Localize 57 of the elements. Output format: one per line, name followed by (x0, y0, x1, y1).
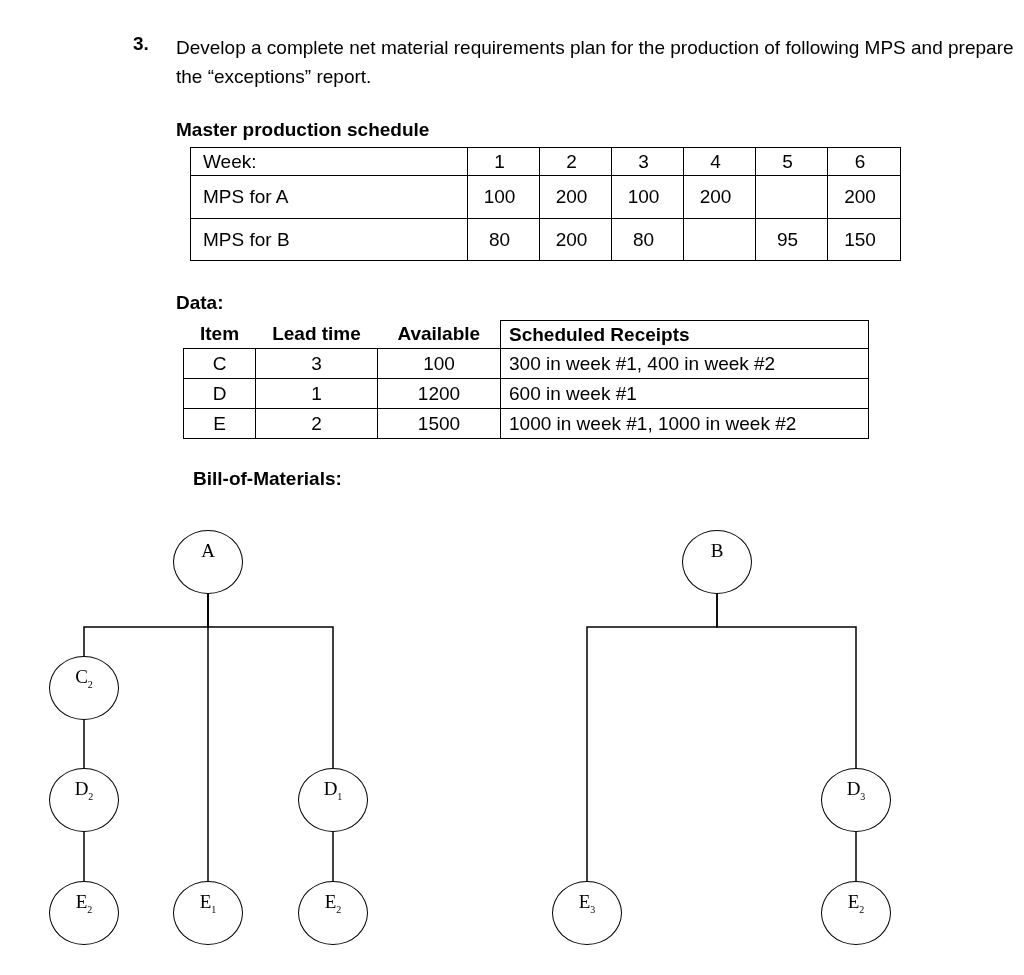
table-cell: 100 (611, 175, 684, 219)
item-circle: D$_{3}$ (821, 768, 891, 832)
item-circle: E$_{1}$ (173, 881, 243, 945)
table-title: Data: (176, 292, 224, 314)
connector-line (83, 831, 85, 882)
row-header-cell: Week: (190, 147, 468, 176)
connector-line (855, 831, 857, 882)
table-cell: 200 (827, 175, 901, 219)
table-cell: D (183, 378, 256, 409)
item-circle: E$_{3}$ (552, 881, 622, 945)
column-header-cell: 6 (827, 147, 901, 176)
item-circle: A (173, 530, 243, 594)
table-cell: 80 (611, 218, 684, 261)
table-cell: 1 (255, 378, 378, 409)
table-cell: 80 (467, 218, 540, 261)
question-text: Develop a complete net material requirements plan for the production of following MPS and prepare the “exceptions” report. (176, 36, 1015, 89)
column-header: Item (183, 320, 256, 349)
item-circle: D$_{2}$ (49, 768, 119, 832)
column-header-cell: 4 (683, 147, 756, 176)
item-circle: E$_{2}$ (49, 881, 119, 945)
table-cell: 200 (539, 175, 612, 219)
column-header-cell: 1 (467, 147, 540, 176)
connector-line (716, 593, 857, 769)
table-cell: 300 in week #1, 400 in week #2 (500, 348, 869, 379)
table-cell: 200 (683, 175, 756, 219)
item-circle: D$_{1}$ (298, 768, 368, 832)
table-cell: 100 (377, 348, 501, 379)
table-cell: 1000 in week #1, 1000 in week #2 (500, 408, 869, 439)
table-cell: 150 (827, 218, 901, 261)
connector-line (332, 831, 334, 882)
column-header: Lead time (255, 320, 378, 349)
item-circle: C$_{2}$ (49, 656, 119, 720)
table-cell: 100 (467, 175, 540, 219)
table-cell: 3 (255, 348, 378, 379)
item-circle: B (682, 530, 752, 594)
table-cell: 95 (755, 218, 828, 261)
table-cell: 2 (255, 408, 378, 439)
table-cell: 600 in week #1 (500, 378, 869, 409)
table-cell: C (183, 348, 256, 379)
column-header-cell: 5 (755, 147, 828, 176)
row-header-cell: MPS for B (190, 218, 468, 261)
table-cell: 1200 (377, 378, 501, 409)
column-header: Available (377, 320, 501, 349)
table-cell: 1500 (377, 408, 501, 439)
connector-line (207, 593, 334, 769)
item-circle: E$_{2}$ (298, 881, 368, 945)
connector-line (83, 719, 85, 769)
table-cell: E (183, 408, 256, 439)
column-header-cell: Scheduled Receipts (500, 320, 869, 349)
section-title: Bill-of-Materials: (193, 468, 342, 490)
column-header-cell: 3 (611, 147, 684, 176)
column-header-cell: 2 (539, 147, 612, 176)
row-header-cell: MPS for A (190, 175, 468, 219)
table-cell: 200 (539, 218, 612, 261)
question-number: 3. (133, 33, 149, 55)
table-title: Master production schedule (176, 119, 430, 141)
item-circle: E$_{2}$ (821, 881, 891, 945)
